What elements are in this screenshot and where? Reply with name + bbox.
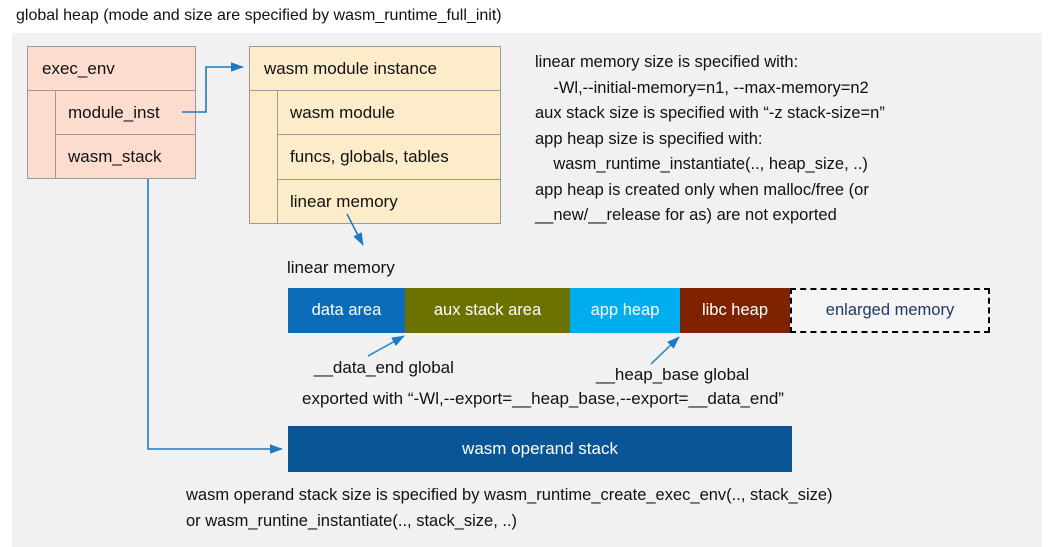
linear-memory-bar: data area aux stack area app heap libc heap… (288, 288, 990, 333)
module-instance-fields: wasm module funcs, globals, tables linea… (250, 91, 500, 224)
page-title: global heap (mode and size are specified… (16, 7, 502, 24)
module-instance-gutter (250, 91, 278, 224)
module-instance-field-rows: wasm module funcs, globals, tables linea… (278, 91, 500, 224)
field-module-inst: module_inst (56, 91, 195, 135)
exec-env-fields: module_inst wasm_stack (28, 91, 195, 179)
annotation-exported-with: exported with “-Wl,--export=__heap_base,… (302, 389, 784, 408)
mem-segment-label: libc heap (701, 301, 769, 319)
operand-stack-notes: wasm operand stack size is specified by … (186, 486, 833, 530)
mem-segment-label: enlarged memory (825, 301, 955, 319)
mem-segment-label: app heap (590, 301, 660, 319)
exec-env-title: exec_env (28, 47, 195, 91)
linear-memory-bar-label: linear memory (287, 258, 395, 277)
wasm-operand-stack-box: wasm operand stack (288, 426, 792, 472)
wasm-operand-stack-label: wasm operand stack (462, 439, 618, 458)
module-instance-title: wasm module instance (250, 47, 500, 91)
wasm-module-instance-struct: wasm module instance wasm module funcs, … (249, 46, 501, 224)
mem-segment-enlarged-memory: enlarged memory (790, 288, 990, 333)
field-wasm-stack: wasm_stack (68, 147, 162, 166)
mem-segment-label: data area (311, 301, 382, 319)
field-wasm-module: wasm module (278, 91, 500, 136)
exec-env-field-rows: module_inst wasm_stack (56, 91, 195, 179)
annotation-heap-base: __heap_base global (596, 365, 750, 384)
mem-segment-label: aux stack area (433, 301, 542, 319)
exec-env-gutter (28, 91, 56, 179)
exec-env-struct: exec_env module_inst wasm_stack (27, 46, 196, 179)
linear-memory-notes: linear memory size is specified with: -W… (535, 53, 885, 224)
mem-segment-libc-heap: libc heap (680, 288, 790, 333)
mem-segment-data-area: data area (288, 288, 405, 333)
annotation-data-end: __data_end global (314, 358, 454, 377)
mem-segment-aux-stack-area: aux stack area (405, 288, 570, 333)
field-linear-memory: linear memory (290, 191, 398, 211)
mem-segment-app-heap: app heap (570, 288, 680, 333)
field-funcs-globals-tables: funcs, globals, tables (278, 135, 500, 180)
